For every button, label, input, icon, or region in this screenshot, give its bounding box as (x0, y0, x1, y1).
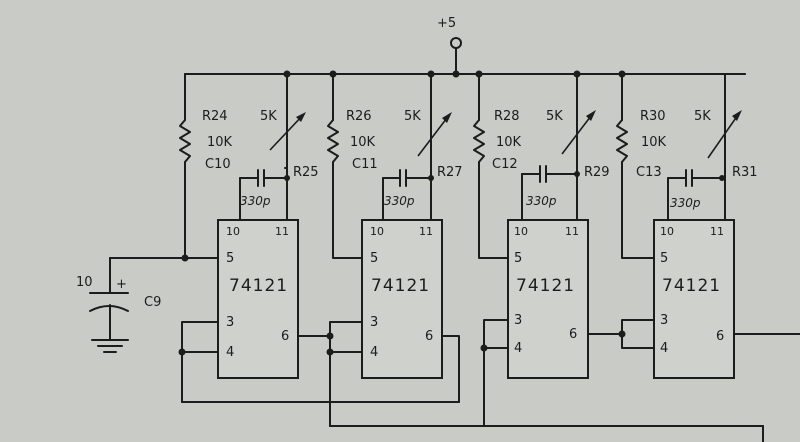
chip-1-pin-11: 11 (275, 225, 289, 238)
chip-74121-3 (507, 219, 589, 379)
chip-2-pin-11: 11 (419, 225, 433, 238)
r24-value: 10K (207, 135, 233, 150)
r25-label: R25 (293, 165, 319, 180)
r27-label: R27 (437, 165, 463, 180)
chip-1-pin-6: 6 (281, 329, 289, 344)
chip-4-pin-4: 4 (660, 341, 668, 356)
c9-polarity: + (116, 277, 127, 292)
r31-value: 5K (694, 109, 711, 124)
c10-value: 330p (240, 194, 271, 208)
chip-1-pin-4: 4 (226, 345, 234, 360)
chip-2-name: 74121 (371, 276, 430, 296)
input-capacitor-c9: 10 + C9 (76, 73, 219, 353)
c13-value: 330p (670, 196, 701, 210)
chip-4-name: 74121 (662, 276, 721, 296)
chip-74121-2 (361, 219, 443, 379)
r27-value: 5K (404, 109, 421, 124)
r30-value: 10K (641, 135, 667, 150)
r26-value: 10K (350, 135, 376, 150)
chip-3-pin-4: 4 (514, 341, 522, 356)
chip-3-pin-11: 11 (565, 225, 579, 238)
stage-2: R26 10K 5K R27 C11 330p 74121 10 11 5 3 … (326, 73, 764, 442)
stage-3: R28 10K 5K R29 C12 330p 74121 10 11 5 3 … (473, 73, 623, 427)
chip-2-pin-5: 5 (370, 251, 378, 266)
r29-value: 5K (546, 109, 563, 124)
chip-3-name: 74121 (516, 276, 575, 296)
supply-terminal-circle (450, 37, 462, 49)
c11-value: 330p (384, 194, 415, 208)
chip-2-pin-4: 4 (370, 345, 378, 360)
stage-4: R30 10K 5K R31 C13 330p 74121 10 11 5 3 … (616, 73, 800, 379)
r24-label: R24 (202, 109, 228, 124)
chip-4-pin-3: 3 (660, 313, 668, 328)
chip-1-pin-3: 3 (226, 315, 234, 330)
c9-value: 10 (76, 275, 93, 290)
chip-3-pin-10: 10 (514, 225, 528, 238)
chip-2-pin-10: 10 (370, 225, 384, 238)
c12-label: C12 (492, 157, 518, 172)
c11-label: C11 (352, 157, 378, 172)
chip-1-pin-5: 5 (226, 251, 234, 266)
supply-label: +5 (437, 16, 456, 31)
chip-4-pin-6: 6 (716, 329, 724, 344)
chip-74121-1 (217, 219, 299, 379)
rail-junctions (283, 70, 626, 78)
chip-2-pin-3: 3 (370, 315, 378, 330)
chip-4-pin-5: 5 (660, 251, 668, 266)
r30-label: R30 (640, 109, 666, 124)
chip-3-pin-3: 3 (514, 313, 522, 328)
r29-label: R29 (584, 165, 610, 180)
chip-3-pin-6: 6 (569, 327, 577, 342)
chip-3-pin-5: 5 (514, 251, 522, 266)
supply-terminal: +5 (437, 16, 462, 75)
chip-4-pin-10: 10 (660, 225, 674, 238)
chip-2-pin-6: 6 (425, 329, 433, 344)
r25-value: 5K (260, 109, 277, 124)
r31-label: R31 (732, 165, 758, 180)
chip-1-pin-10: 10 (226, 225, 240, 238)
c13-label: C13 (636, 165, 662, 180)
stage-1: R24 10K 5K R25 C10 330p 74121 10 11 5 3 … (178, 73, 460, 403)
chip-1-name: 74121 (229, 276, 288, 296)
chip-74121-4 (653, 219, 735, 379)
r28-value: 10K (496, 135, 522, 150)
c9-label: C9 (144, 295, 161, 310)
c10-label: C10 (205, 157, 231, 172)
chip-4-pin-11: 11 (710, 225, 724, 238)
r26-label: R26 (346, 109, 372, 124)
r28-label: R28 (494, 109, 520, 124)
c12-value: 330p (526, 194, 557, 208)
